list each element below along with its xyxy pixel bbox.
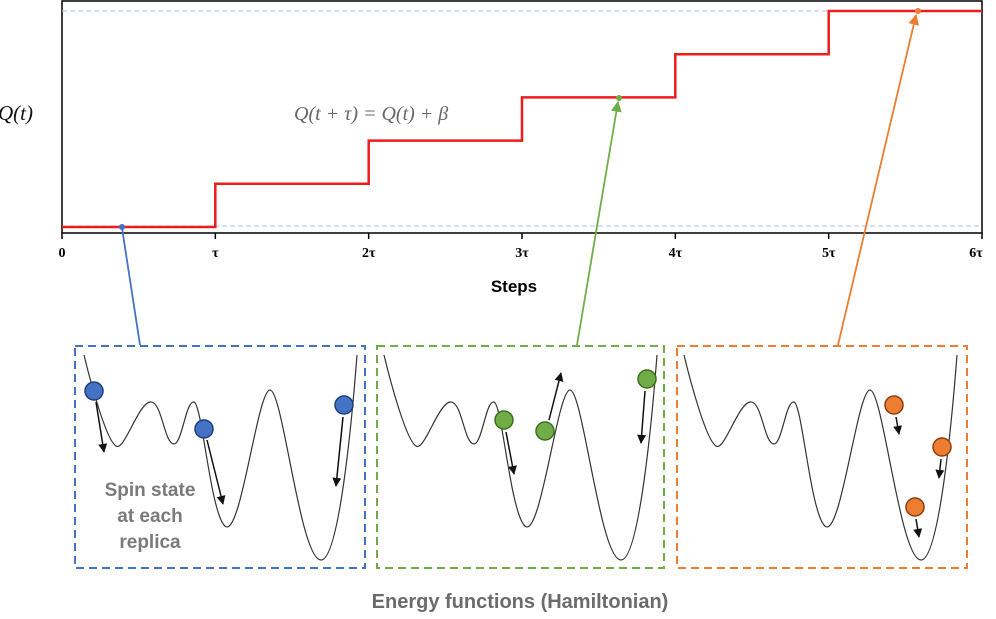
orange-replica-panel	[676, 345, 968, 569]
spin-arrow	[637, 390, 647, 444]
spin-arrow	[95, 401, 108, 453]
x-tick-label: τ	[212, 246, 219, 261]
spin-arrow	[206, 439, 226, 505]
orange-spins	[884, 395, 952, 538]
blue-spins	[84, 381, 354, 505]
x-tick-label: 2τ	[362, 246, 376, 261]
spin-ball	[494, 410, 514, 430]
spin-arrow	[893, 416, 903, 435]
orange-marker-point	[915, 8, 921, 14]
recurrence-equation: Q(t + τ) = Q(t) + β	[294, 103, 448, 125]
spin-arrow	[548, 372, 564, 421]
blue-replica-panel	[74, 345, 366, 569]
y-axis-label: Q(t)	[0, 101, 33, 125]
spin-ball	[334, 395, 354, 415]
spin-ball	[535, 421, 555, 441]
spin-arrow	[332, 416, 344, 487]
spin-ball	[637, 369, 657, 389]
green-connector-arrow	[576, 100, 622, 346]
x-axis-label: Steps	[491, 277, 537, 296]
spin-state-label-line2: at each	[117, 506, 182, 527]
energy-functions-caption: Energy functions (Hamiltonian)	[372, 591, 669, 613]
spin-ball	[884, 395, 904, 415]
green-marker-point	[616, 95, 622, 101]
x-tick-label: 4τ	[669, 246, 683, 261]
green-replica-panel	[376, 345, 665, 569]
spin-arrow	[505, 431, 517, 475]
spin-ball	[905, 497, 925, 517]
x-tick-label: 6τ	[969, 246, 983, 261]
orange-connector-arrow	[837, 13, 920, 346]
x-tick-label: 3τ	[515, 246, 529, 261]
orange-energy-curve	[683, 354, 958, 561]
green-spins	[494, 369, 657, 475]
spin-ball	[194, 419, 214, 439]
spin-state-label-line3: replica	[119, 532, 181, 553]
green-energy-curve	[383, 354, 658, 561]
spin-state-label-line1: Spin state	[105, 480, 196, 501]
blue-energy-curve	[83, 354, 358, 561]
x-axis-ticks: 0 τ 2τ 3τ 4τ 5τ 6τ	[59, 233, 983, 261]
blue-marker-point	[119, 224, 125, 230]
x-tick-label: 0	[59, 246, 66, 261]
spin-ball	[932, 437, 952, 457]
spin-ball	[84, 381, 104, 401]
q-step-line	[62, 9, 982, 229]
spin-arrow	[913, 518, 923, 538]
x-tick-label: 5τ	[822, 246, 836, 261]
spin-arrow	[935, 458, 945, 479]
blue-connector-line	[121, 227, 141, 346]
